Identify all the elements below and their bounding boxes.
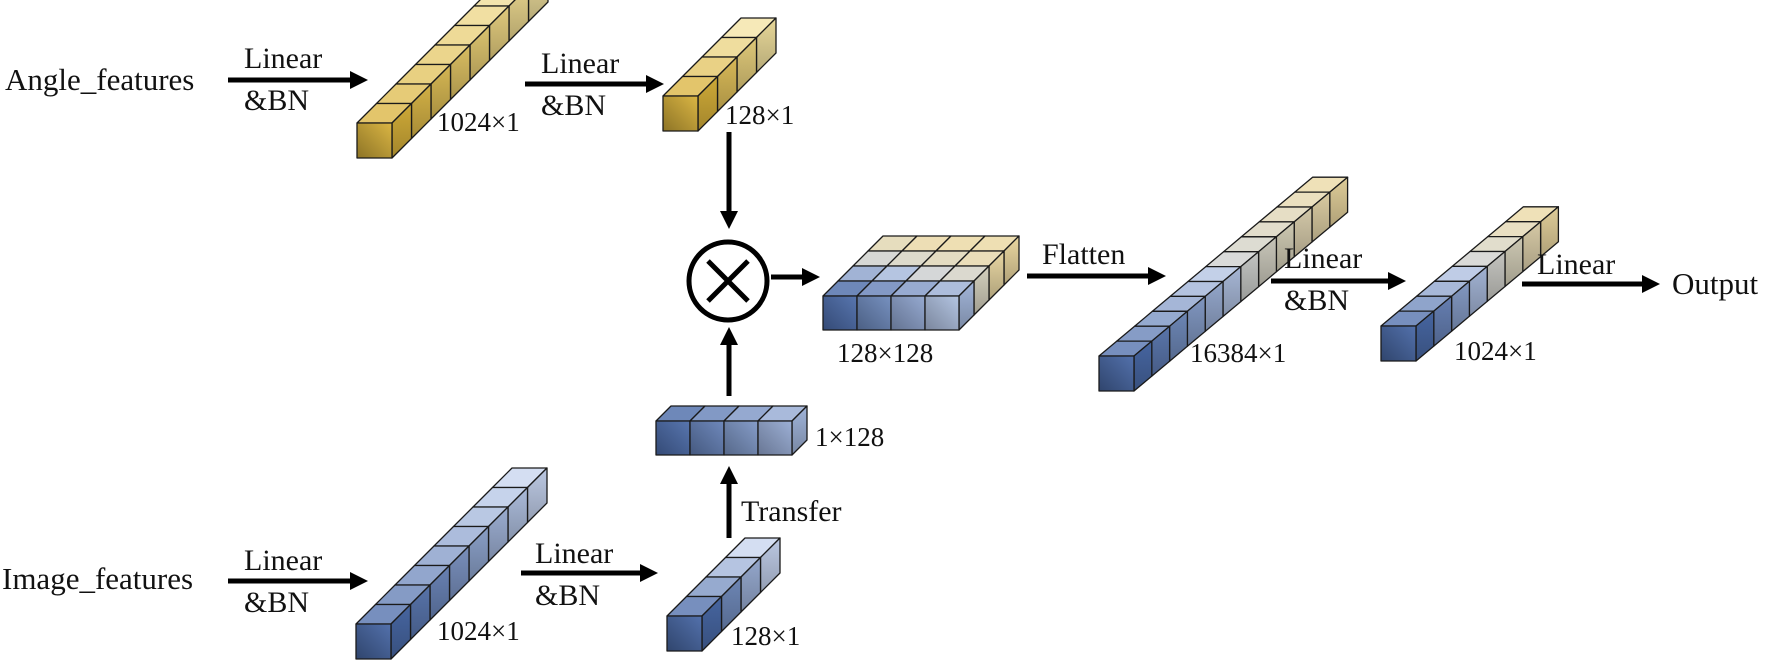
cube-front-face xyxy=(890,295,926,331)
cube-side-face xyxy=(527,0,549,23)
cube-front-face xyxy=(666,615,703,652)
angle-bn2-label: &BN xyxy=(541,89,606,122)
arrow-head-icon xyxy=(1148,267,1166,285)
angle-1024-dim-label: 1024×1 xyxy=(437,107,520,137)
image-128-dim-label: 128×1 xyxy=(731,621,800,651)
hidden-1024-dim-label: 1024×1 xyxy=(1454,336,1537,366)
cube-front-face xyxy=(856,295,892,331)
arrow-head-icon xyxy=(350,572,368,590)
multiply-cross-stroke xyxy=(706,259,750,303)
cube-front-face xyxy=(689,420,725,456)
transfer-label: Transfer xyxy=(741,495,842,528)
image-linear1-label: Linear xyxy=(244,544,322,577)
arrow-transposed-up xyxy=(720,327,738,396)
cube-side-face xyxy=(508,0,530,42)
linear-bn3-bn-label: &BN xyxy=(1284,284,1349,317)
arrow-head-icon xyxy=(1642,275,1660,293)
arrow-angle-linear2 xyxy=(525,75,664,93)
arrow-image-linear2 xyxy=(521,564,658,582)
tensor-angle-1024 xyxy=(356,0,549,159)
cube-front-face xyxy=(662,95,699,132)
angle-128-dim-label: 128×1 xyxy=(725,100,794,130)
image-transposed-dim-label: 1×128 xyxy=(815,422,884,452)
arrow-angle-down xyxy=(720,132,738,229)
tensor-flattened xyxy=(1098,176,1349,392)
output-label: Output xyxy=(1672,266,1759,301)
arrow-angle-in xyxy=(228,71,368,89)
arrow-head-icon xyxy=(646,75,664,93)
image-bn2-label: &BN xyxy=(535,579,600,612)
cube-front-face xyxy=(822,295,858,331)
arrow-head-icon xyxy=(720,466,738,484)
image-linear2-label: Linear xyxy=(535,537,613,570)
multiply-operator xyxy=(686,239,770,323)
tensor-hidden-1024 xyxy=(1380,206,1560,362)
cube-front-face xyxy=(757,420,793,456)
cube-front-face xyxy=(924,295,960,331)
arrow-head-icon xyxy=(350,71,368,89)
angle-linear2-label: Linear xyxy=(541,47,619,80)
arrow-head-icon xyxy=(640,564,658,582)
cube-front-face xyxy=(355,623,392,660)
angle-bn1-label: &BN xyxy=(244,84,309,117)
angle-linear1-label: Linear xyxy=(244,42,322,75)
arrow-head-icon xyxy=(802,268,820,286)
arrow-head-icon xyxy=(720,327,738,345)
image-features-label: Image_features xyxy=(2,561,193,596)
arrow-image-in xyxy=(228,572,368,590)
flatten-label: Flatten xyxy=(1042,238,1125,271)
linear-bn3-label: Linear xyxy=(1284,242,1362,275)
arrow-head-icon xyxy=(720,211,738,229)
angle-features-label: Angle_features xyxy=(5,62,194,97)
tensor-image-transposed xyxy=(655,405,808,456)
tensor-outer-product xyxy=(822,235,1020,331)
image-1024-dim-label: 1024×1 xyxy=(437,616,520,646)
outer-product-dim-label: 128×128 xyxy=(837,338,933,368)
arrow-linear-bn3 xyxy=(1271,272,1406,290)
tensor-angle-128 xyxy=(662,17,777,132)
cube-front-face xyxy=(723,420,759,456)
cube-front-face xyxy=(1098,355,1135,392)
image-bn1-label: &BN xyxy=(244,586,309,619)
cube-front-face xyxy=(1380,325,1417,362)
linear-out-label: Linear xyxy=(1537,248,1615,281)
tensor-image-128 xyxy=(666,537,781,652)
arrow-flatten xyxy=(1027,267,1166,285)
arrow-head-icon xyxy=(1388,272,1406,290)
arrow-linear-out xyxy=(1522,275,1660,293)
tensor-image-1024 xyxy=(355,467,548,660)
cube-front-face xyxy=(356,122,393,159)
arrow-multiply-out xyxy=(771,268,820,286)
flattened-dim-label: 16384×1 xyxy=(1190,338,1286,368)
arrow-transfer-up xyxy=(720,466,738,538)
cube-front-face xyxy=(655,420,691,456)
